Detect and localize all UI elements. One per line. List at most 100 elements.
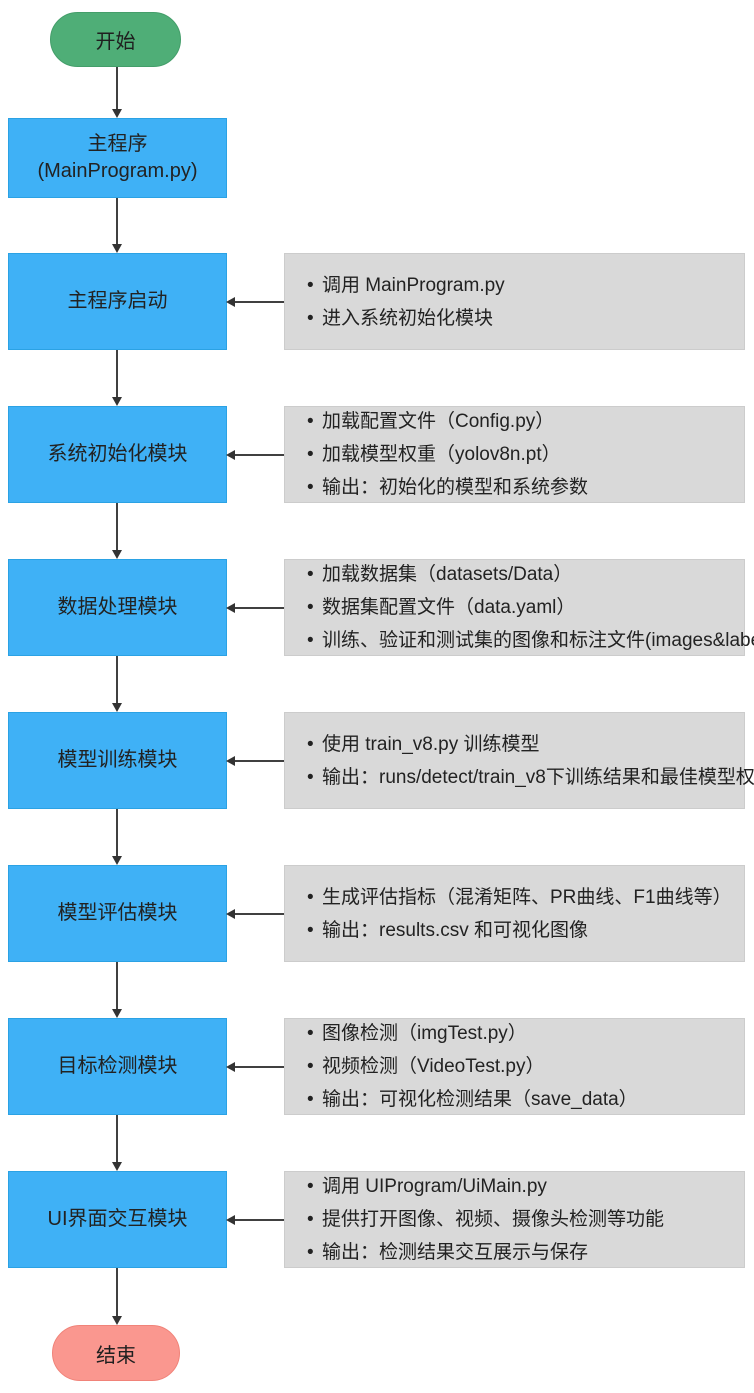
process-label: 数据处理模块 [57,596,178,618]
process-node: 目标检测模块 [8,1018,227,1115]
connector-line [233,301,284,303]
connector-line [116,1115,118,1164]
start-node: 开始 [50,12,181,67]
connector-line [116,656,118,705]
note-box: •调用 MainProgram.py•进入系统初始化模块 [284,253,745,350]
note-item: • 输出：初始化的模型和系统参数 [307,471,738,504]
connector-line [116,198,118,246]
arrow-down-icon [112,109,122,118]
left-arrow-connector [226,756,284,766]
end-node: 结束 [52,1325,180,1381]
bullet-icon: • [307,274,314,296]
note-text: 加载配置文件（Config.py） [322,411,555,432]
note-item: • 使用 train_v8.py 训练模型 [307,728,738,761]
connector-line [233,913,284,915]
note-box: •加载配置文件（Config.py）•加载模型权重（yolov8n.pt）•输出… [284,406,745,503]
bullet-icon: • [307,886,314,908]
note-item: • 提供打开图像、视频、摄像头检测等功能 [307,1203,738,1236]
left-arrow-connector [226,603,284,613]
arrow-down-icon [112,1009,122,1018]
arrow-down-icon [112,856,122,865]
down-arrow-connector [111,1268,123,1325]
process-node: 系统初始化模块 [8,406,227,503]
note-text: 输出：检测结果交互展示与保存 [322,1242,589,1263]
note-item: • 图像检测（imgTest.py） [307,1017,738,1050]
process-label: 模型训练模块 [57,749,178,771]
note-item: •调用 MainProgram.py [307,269,738,302]
process-label: 系统初始化模块 [47,443,188,465]
bullet-icon: • [307,1209,314,1230]
left-arrow-connector [226,909,284,919]
note-text: 视频检测（VideoTest.py） [322,1056,545,1077]
main-program-label-line2: (MainProgram.py) [37,160,198,182]
process-label: 主程序启动 [67,290,168,312]
bullet-icon: • [307,766,314,788]
module-row: 模型训练模块 • 使用 train_v8.py 训练模型 • 输出：runs/dete… [0,712,754,809]
left-arrow-connector [226,1062,284,1072]
process-label: 模型评估模块 [57,902,178,924]
bullet-icon: • [307,411,314,432]
note-text: 使用 train_v8.py 训练模型 [322,733,540,755]
module-rows: 主程序启动 •调用 MainProgram.py•进入系统初始化模块 系统初始化… [0,253,754,1268]
down-arrow-connector [111,198,123,253]
process-node: UI界面交互模块 [8,1171,227,1268]
note-box: • 图像检测（imgTest.py） • 视频检测（VideoTest.py） •输出：… [284,1018,745,1115]
process-node: 主程序启动 [8,253,227,350]
arrow-left-icon [226,1215,235,1225]
arrow-down-icon [112,244,122,253]
note-item: • 输出：results.csv 和可视化图像 [307,914,738,947]
down-arrow-connector [111,809,123,865]
process-node: 数据处理模块 [8,559,227,656]
down-arrow-connector [111,1115,123,1171]
bullet-icon: • [307,919,314,941]
note-text: 提供打开图像、视频、摄像头检测等功能 [322,1209,665,1230]
connector-line [116,962,118,1011]
note-text: 生成评估指标（混淆矩阵、PR曲线、F1曲线等） [322,886,732,908]
note-item: •输出：可视化检测结果（save_data） [307,1083,738,1116]
module-row: 目标检测模块 • 图像检测（imgTest.py） • 视频检测（VideoTest.… [0,1018,754,1115]
bullet-icon: • [307,307,314,329]
note-text: 数据集配置文件（data.yaml） [322,597,576,618]
connector-line [116,1268,118,1318]
arrow-left-icon [226,603,235,613]
process-node: 模型训练模块 [8,712,227,809]
bullet-icon: • [307,477,314,498]
bullet-icon: • [307,1056,314,1077]
bullet-icon: • [307,1242,314,1263]
arrow-down-icon [112,1162,122,1171]
note-item: • 生成评估指标（混淆矩阵、PR曲线、F1曲线等） [307,881,738,914]
down-arrow-connector [111,350,123,406]
left-arrow-connector [226,297,284,307]
connector-line [233,1066,284,1068]
note-text: 输出：results.csv 和可视化图像 [322,919,589,941]
down-arrow-connector [111,67,123,118]
connector-line [116,503,118,552]
note-text: 输出：runs/detect/train_v8下训练结果和最佳模型权重 [322,766,754,788]
bullet-icon: • [307,733,314,755]
end-label: 结束 [96,1344,136,1367]
connector-line [233,454,284,456]
module-row: 数据处理模块 •加载数据集（datasets/Data）•数据集配置文件（dat… [0,559,754,656]
arrow-left-icon [226,1062,235,1072]
note-text: 图像检测（imgTest.py） [322,1023,527,1044]
note-item: •训练、验证和测试集的图像和标注文件(images&labels) [307,624,754,657]
note-item: • 调用 UIProgram/UiMain.py [307,1170,738,1203]
main-program-node: 主程序 (MainProgram.py) [8,118,227,198]
bullet-icon: • [307,1176,314,1197]
note-text: 调用 UIProgram/UiMain.py [322,1176,547,1197]
note-item: •进入系统初始化模块 [307,302,738,335]
down-arrow-connector [111,962,123,1018]
note-text: 训练、验证和测试集的图像和标注文件(images&labels) [322,630,754,651]
arrow-down-icon [112,1316,122,1325]
note-text: 加载数据集（datasets/Data） [322,564,573,585]
arrow-left-icon [226,909,235,919]
connector-line [233,607,284,609]
note-item: • 加载配置文件（Config.py） [307,405,738,438]
connector-line [233,760,284,762]
bullet-icon: • [307,1023,314,1044]
left-arrow-connector [226,450,284,460]
note-item: •加载数据集（datasets/Data） [307,558,738,591]
connector-line [233,1219,284,1221]
note-text: 输出：初始化的模型和系统参数 [322,477,589,498]
